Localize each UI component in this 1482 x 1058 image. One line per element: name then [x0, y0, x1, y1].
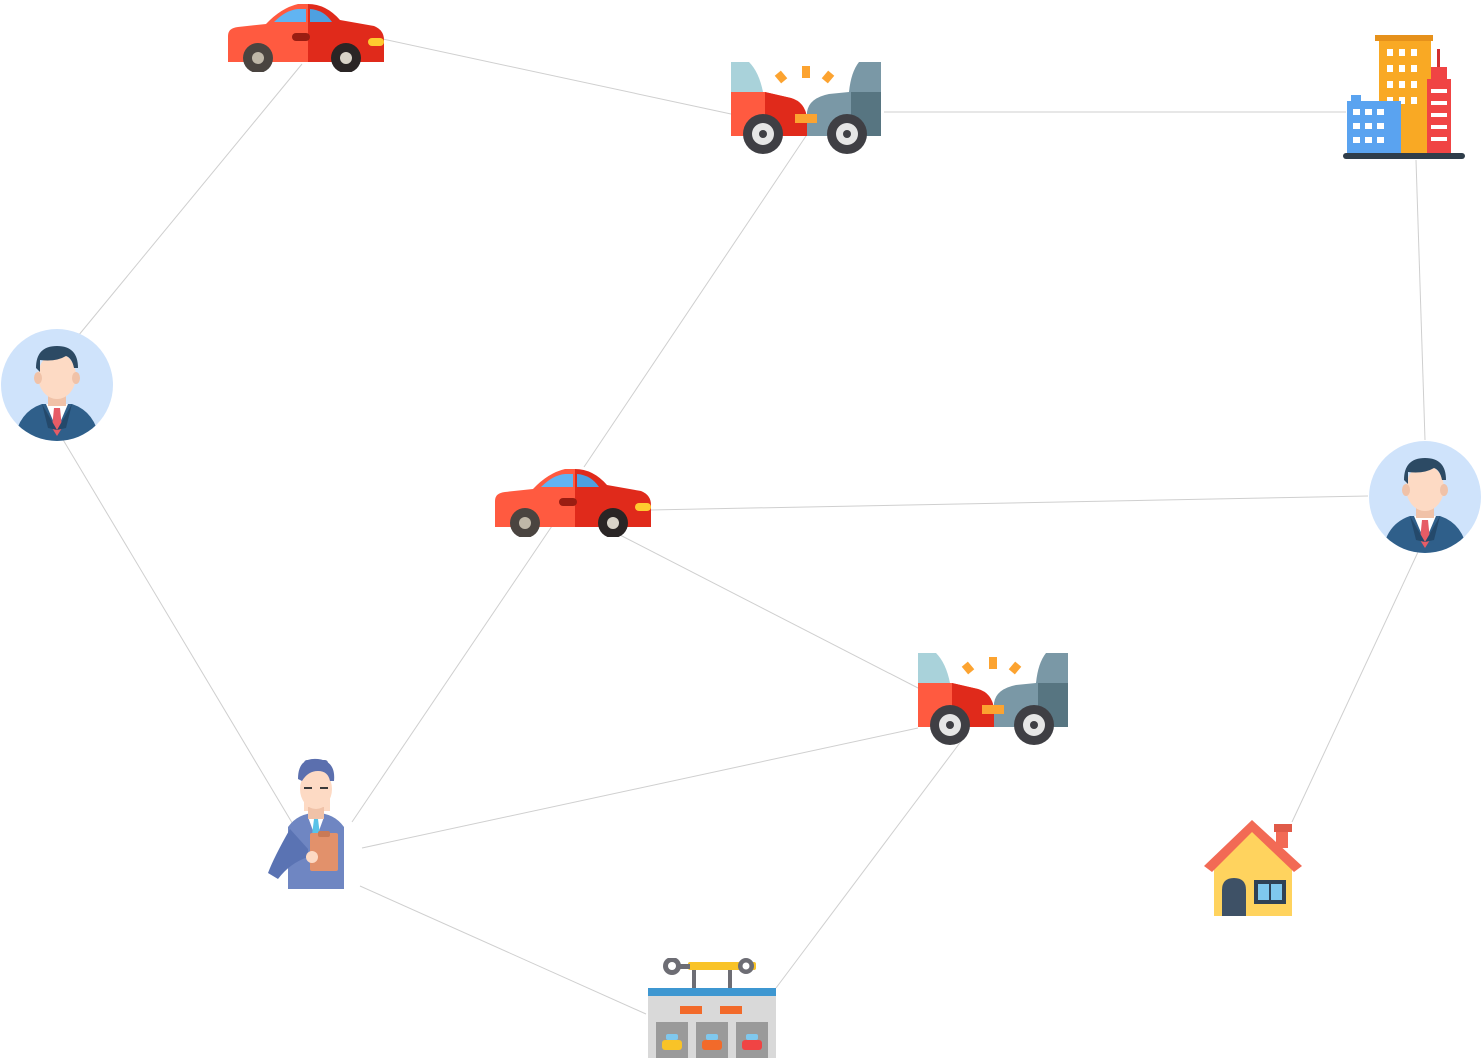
edge-car-middle-crash-bottom	[617, 533, 919, 689]
edges-layer	[61, 37, 1426, 1015]
red-car-icon	[495, 469, 651, 537]
city-buildings-icon	[1343, 35, 1465, 159]
insurance-adjuster-icon	[268, 758, 344, 889]
edge-crash-bottom-adjuster	[361, 727, 919, 849]
car-crash-icon	[918, 653, 1068, 745]
edge-person-right-house	[1291, 551, 1419, 823]
edge-buildings-person-right	[1415, 159, 1426, 441]
edge-car-middle-person-right	[649, 495, 1369, 511]
house-icon	[1204, 820, 1302, 916]
edge-adjuster-repair-shop	[359, 885, 647, 1015]
red-car-icon	[228, 4, 384, 72]
edge-crash-bottom-repair-shop	[775, 739, 963, 989]
person-avatar-icon	[1369, 441, 1481, 554]
edge-person-left-adjuster	[61, 437, 295, 827]
car-crash-icon	[731, 62, 881, 154]
edge-car-middle-adjuster	[351, 525, 553, 823]
nodes-layer	[1, 4, 1481, 1058]
edge-car-top-crash-top	[377, 37, 732, 115]
edge-car-top-person-left	[77, 63, 303, 337]
person-avatar-icon	[1, 329, 113, 442]
auto-repair-shop-icon	[648, 958, 776, 1058]
edge-crash-top-car-middle	[583, 135, 807, 468]
